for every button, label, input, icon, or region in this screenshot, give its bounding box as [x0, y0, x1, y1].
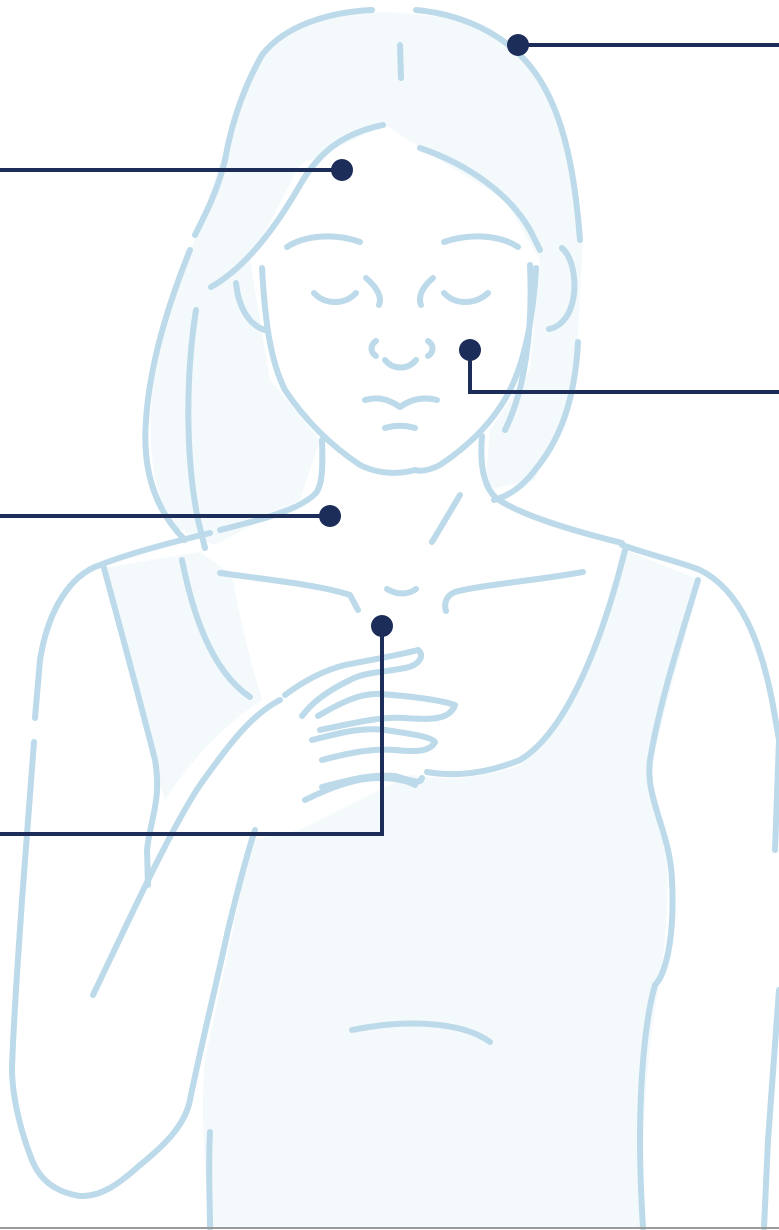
- eyebrow-right: [444, 236, 518, 247]
- eye-crease-right: [420, 278, 433, 305]
- callout-cheek-marker[interactable]: [459, 339, 481, 361]
- nose-left: [372, 341, 377, 356]
- mouth-lower: [385, 426, 415, 428]
- callout-forehead-marker[interactable]: [331, 159, 353, 181]
- collarbone-right: [445, 572, 583, 611]
- callout-hair: [507, 34, 779, 56]
- neck-tendon: [432, 495, 460, 542]
- arm-right-lower: [764, 990, 779, 1228]
- nose-tip: [385, 360, 416, 368]
- nose-right: [428, 341, 433, 356]
- eye-left: [314, 293, 356, 302]
- hair-part: [400, 45, 401, 78]
- callout-neck-marker[interactable]: [319, 505, 341, 527]
- sternum-notch: [387, 589, 416, 594]
- eye-right: [444, 293, 488, 302]
- eyebrow-left: [287, 236, 360, 247]
- callout-cheek: [459, 339, 779, 392]
- callout-hair-marker[interactable]: [507, 34, 529, 56]
- collarbone-left: [220, 573, 358, 610]
- arm-right-outer: [775, 740, 779, 850]
- finger-middle: [312, 729, 435, 760]
- eye-crease-left: [366, 278, 380, 305]
- callout-chest-marker[interactable]: [371, 615, 393, 637]
- figure-fills: [104, 12, 700, 1228]
- torso-left: [209, 1132, 210, 1228]
- finger-index: [318, 694, 455, 730]
- hand-back: [285, 650, 421, 716]
- mouth-upper: [365, 398, 437, 407]
